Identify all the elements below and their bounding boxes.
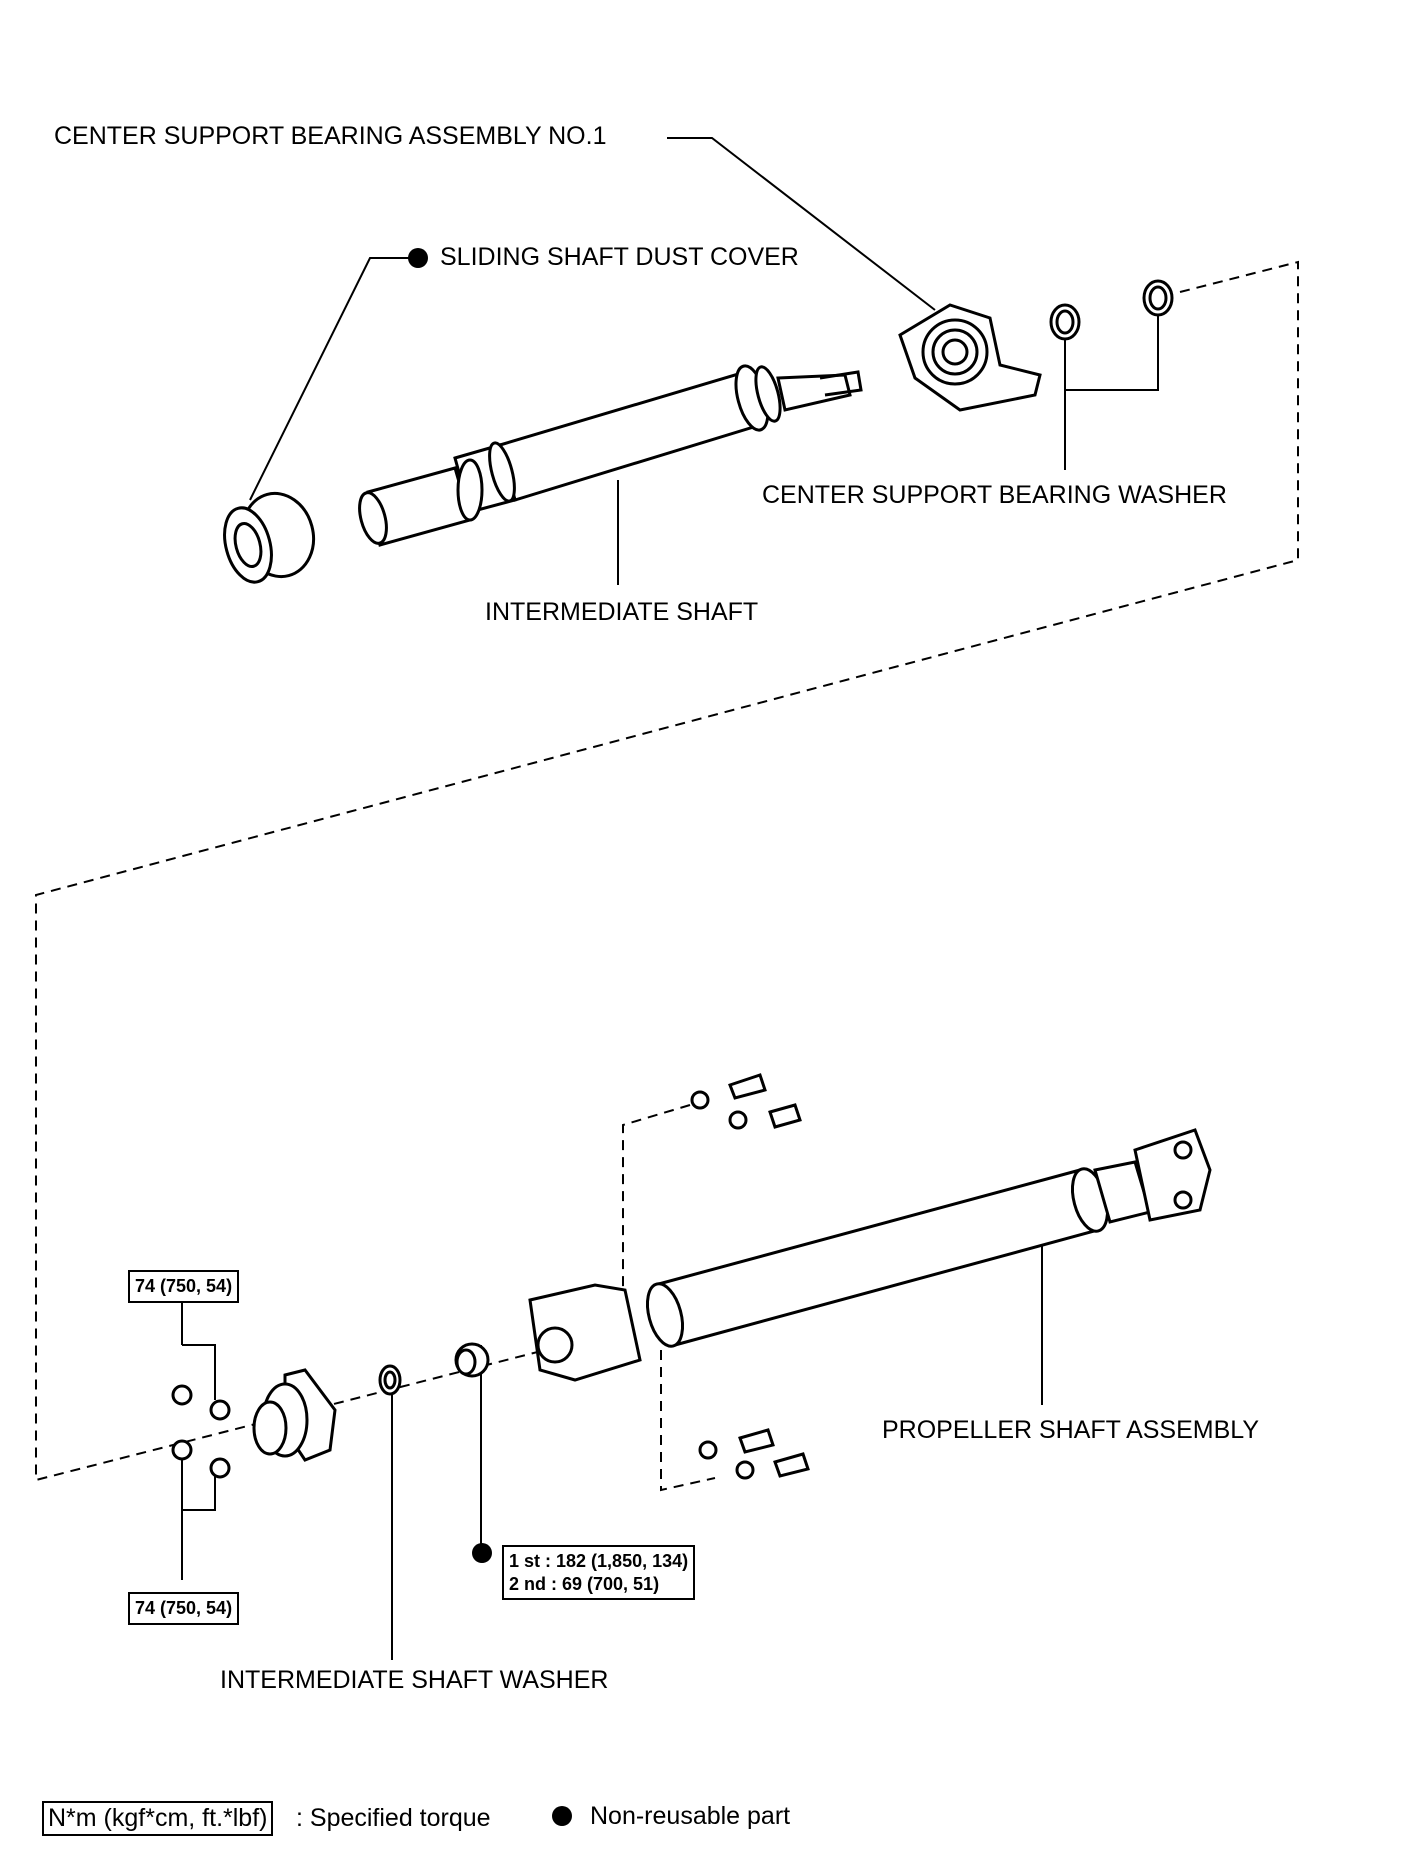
lower-bolts-and-nuts	[698, 1428, 810, 1480]
sliding-shaft-dust-cover-part	[223, 491, 316, 584]
legend-non-reusable-dot	[552, 1806, 572, 1826]
label-intermediate-shaft: INTERMEDIATE SHAFT	[485, 598, 759, 626]
propeller-shaft-part	[528, 1128, 1212, 1382]
intermediate-shaft-part	[358, 364, 863, 547]
flange-nuts	[171, 1384, 231, 1479]
leader-center-support-bearing	[667, 137, 936, 311]
dashed-line-lower-bolts	[660, 1350, 716, 1492]
dashed-assembly-line-main	[35, 260, 1299, 1482]
legend-non-reusable-text: Non-reusable part	[590, 1802, 791, 1830]
dashed-line-upper-bolts	[622, 1104, 691, 1300]
torque-center-nut-second: 2 nd : 69 (700, 51)	[509, 1573, 660, 1594]
companion-flange-part	[252, 1368, 337, 1462]
upper-bolts-and-nuts	[690, 1073, 802, 1130]
leader-flange-nuts-upper	[181, 1295, 216, 1400]
label-sliding-shaft-dust-cover: SLIDING SHAFT DUST COVER	[440, 243, 799, 271]
non-reusable-dot-dust-cover	[408, 248, 428, 268]
non-reusable-dot-center-nut	[472, 1543, 492, 1563]
label-center-support-bearing-washer: CENTER SUPPORT BEARING WASHER	[762, 481, 1227, 509]
label-center-support-bearing-assembly: CENTER SUPPORT BEARING ASSEMBLY NO.1	[54, 122, 607, 150]
label-intermediate-shaft-washer: INTERMEDIATE SHAFT WASHER	[220, 1666, 609, 1694]
torque-center-nut: 1 st : 182 (1,850, 134) 2 nd : 69 (700, …	[502, 1545, 696, 1600]
center-nut-part	[454, 1342, 490, 1378]
torque-center-nut-first: 1 st : 182 (1,850, 134)	[509, 1551, 689, 1571]
leader-flange-nuts-lower	[181, 1445, 216, 1580]
leader-dust-cover	[249, 257, 413, 501]
torque-flange-nuts-lower: 74 (750, 54)	[128, 1592, 240, 1625]
intermediate-shaft-washer-part	[378, 1364, 402, 1396]
torque-flange-nuts-upper: 74 (750, 54)	[128, 1270, 240, 1303]
center-support-bearing-washers	[1049, 279, 1174, 341]
legend-specified-torque-text: : Specified torque	[296, 1804, 491, 1832]
legend-torque-unit-box: N*m (kgf*cm, ft.*lbf)	[42, 1801, 274, 1836]
label-propeller-shaft-assembly: PROPELLER SHAFT ASSEMBLY	[882, 1416, 1259, 1444]
center-support-bearing-part	[898, 303, 1042, 412]
leader-bearing-washers	[1064, 300, 1159, 470]
